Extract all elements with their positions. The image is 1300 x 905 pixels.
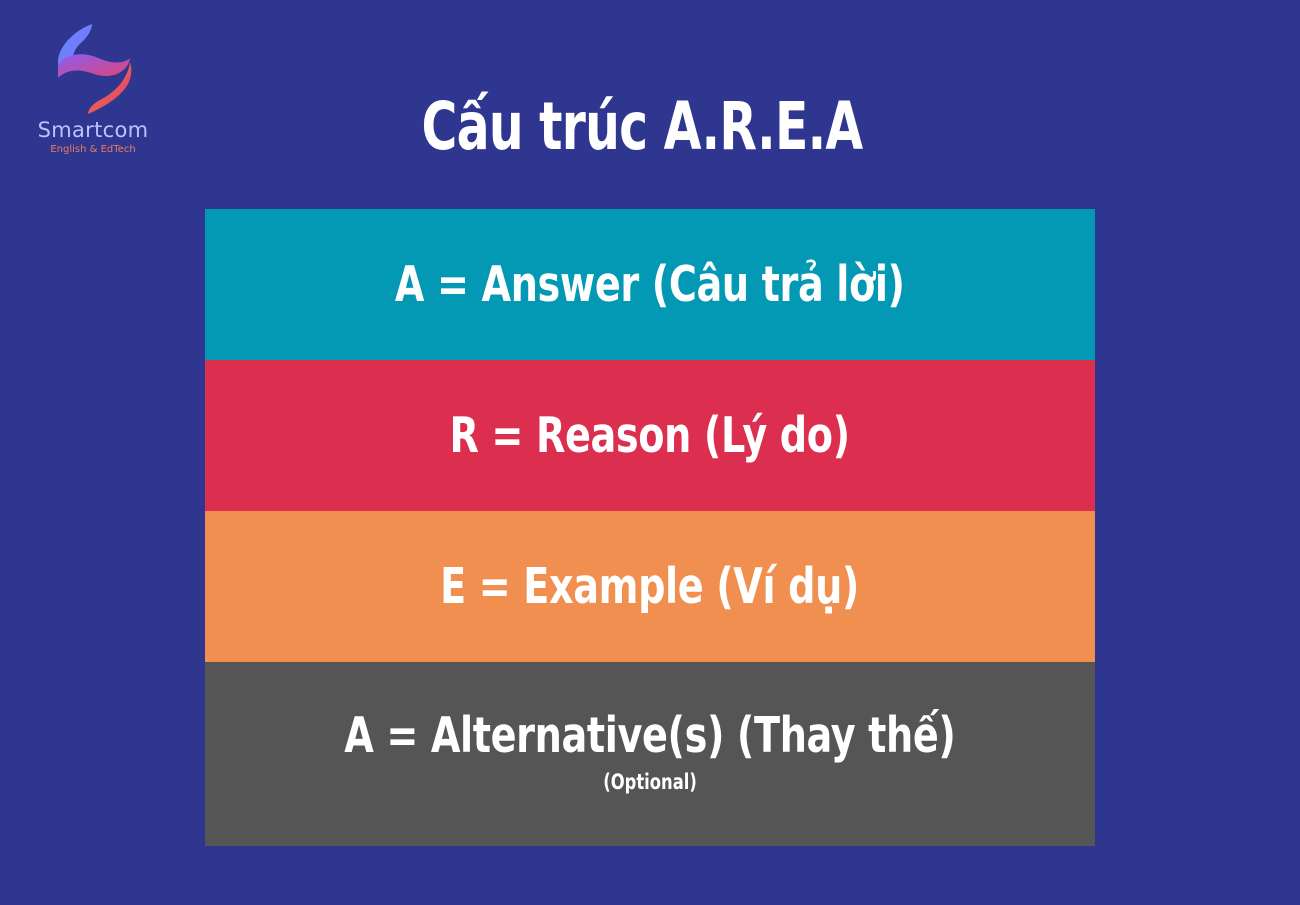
brand-logo: Smartcom English & EdTech bbox=[28, 22, 158, 162]
area-row-answer: A = Answer (Câu trả lời) bbox=[205, 209, 1095, 360]
page-title: Cấu trúc A.R.E.A bbox=[421, 88, 864, 165]
smartcom-s-logo-icon bbox=[57, 24, 132, 114]
row-label: E = Example (Ví dụ) bbox=[440, 558, 860, 615]
optional-note: (Optional) bbox=[603, 769, 697, 794]
brand-name: Smartcom bbox=[37, 118, 149, 142]
area-row-alternative: A = Alternative(s) (Thay thế) (Optional) bbox=[205, 662, 1095, 846]
row-label: A = Answer (Câu trả lời) bbox=[395, 256, 905, 313]
brand-tagline: English & EdTech bbox=[50, 144, 136, 155]
area-row-reason: R = Reason (Lý do) bbox=[205, 360, 1095, 511]
area-row-example: E = Example (Ví dụ) bbox=[205, 511, 1095, 662]
area-structure-table: A = Answer (Câu trả lời) R = Reason (Lý … bbox=[205, 209, 1095, 846]
row-label: R = Reason (Lý do) bbox=[449, 407, 851, 464]
row-label: A = Alternative(s) (Thay thế) bbox=[344, 706, 956, 764]
